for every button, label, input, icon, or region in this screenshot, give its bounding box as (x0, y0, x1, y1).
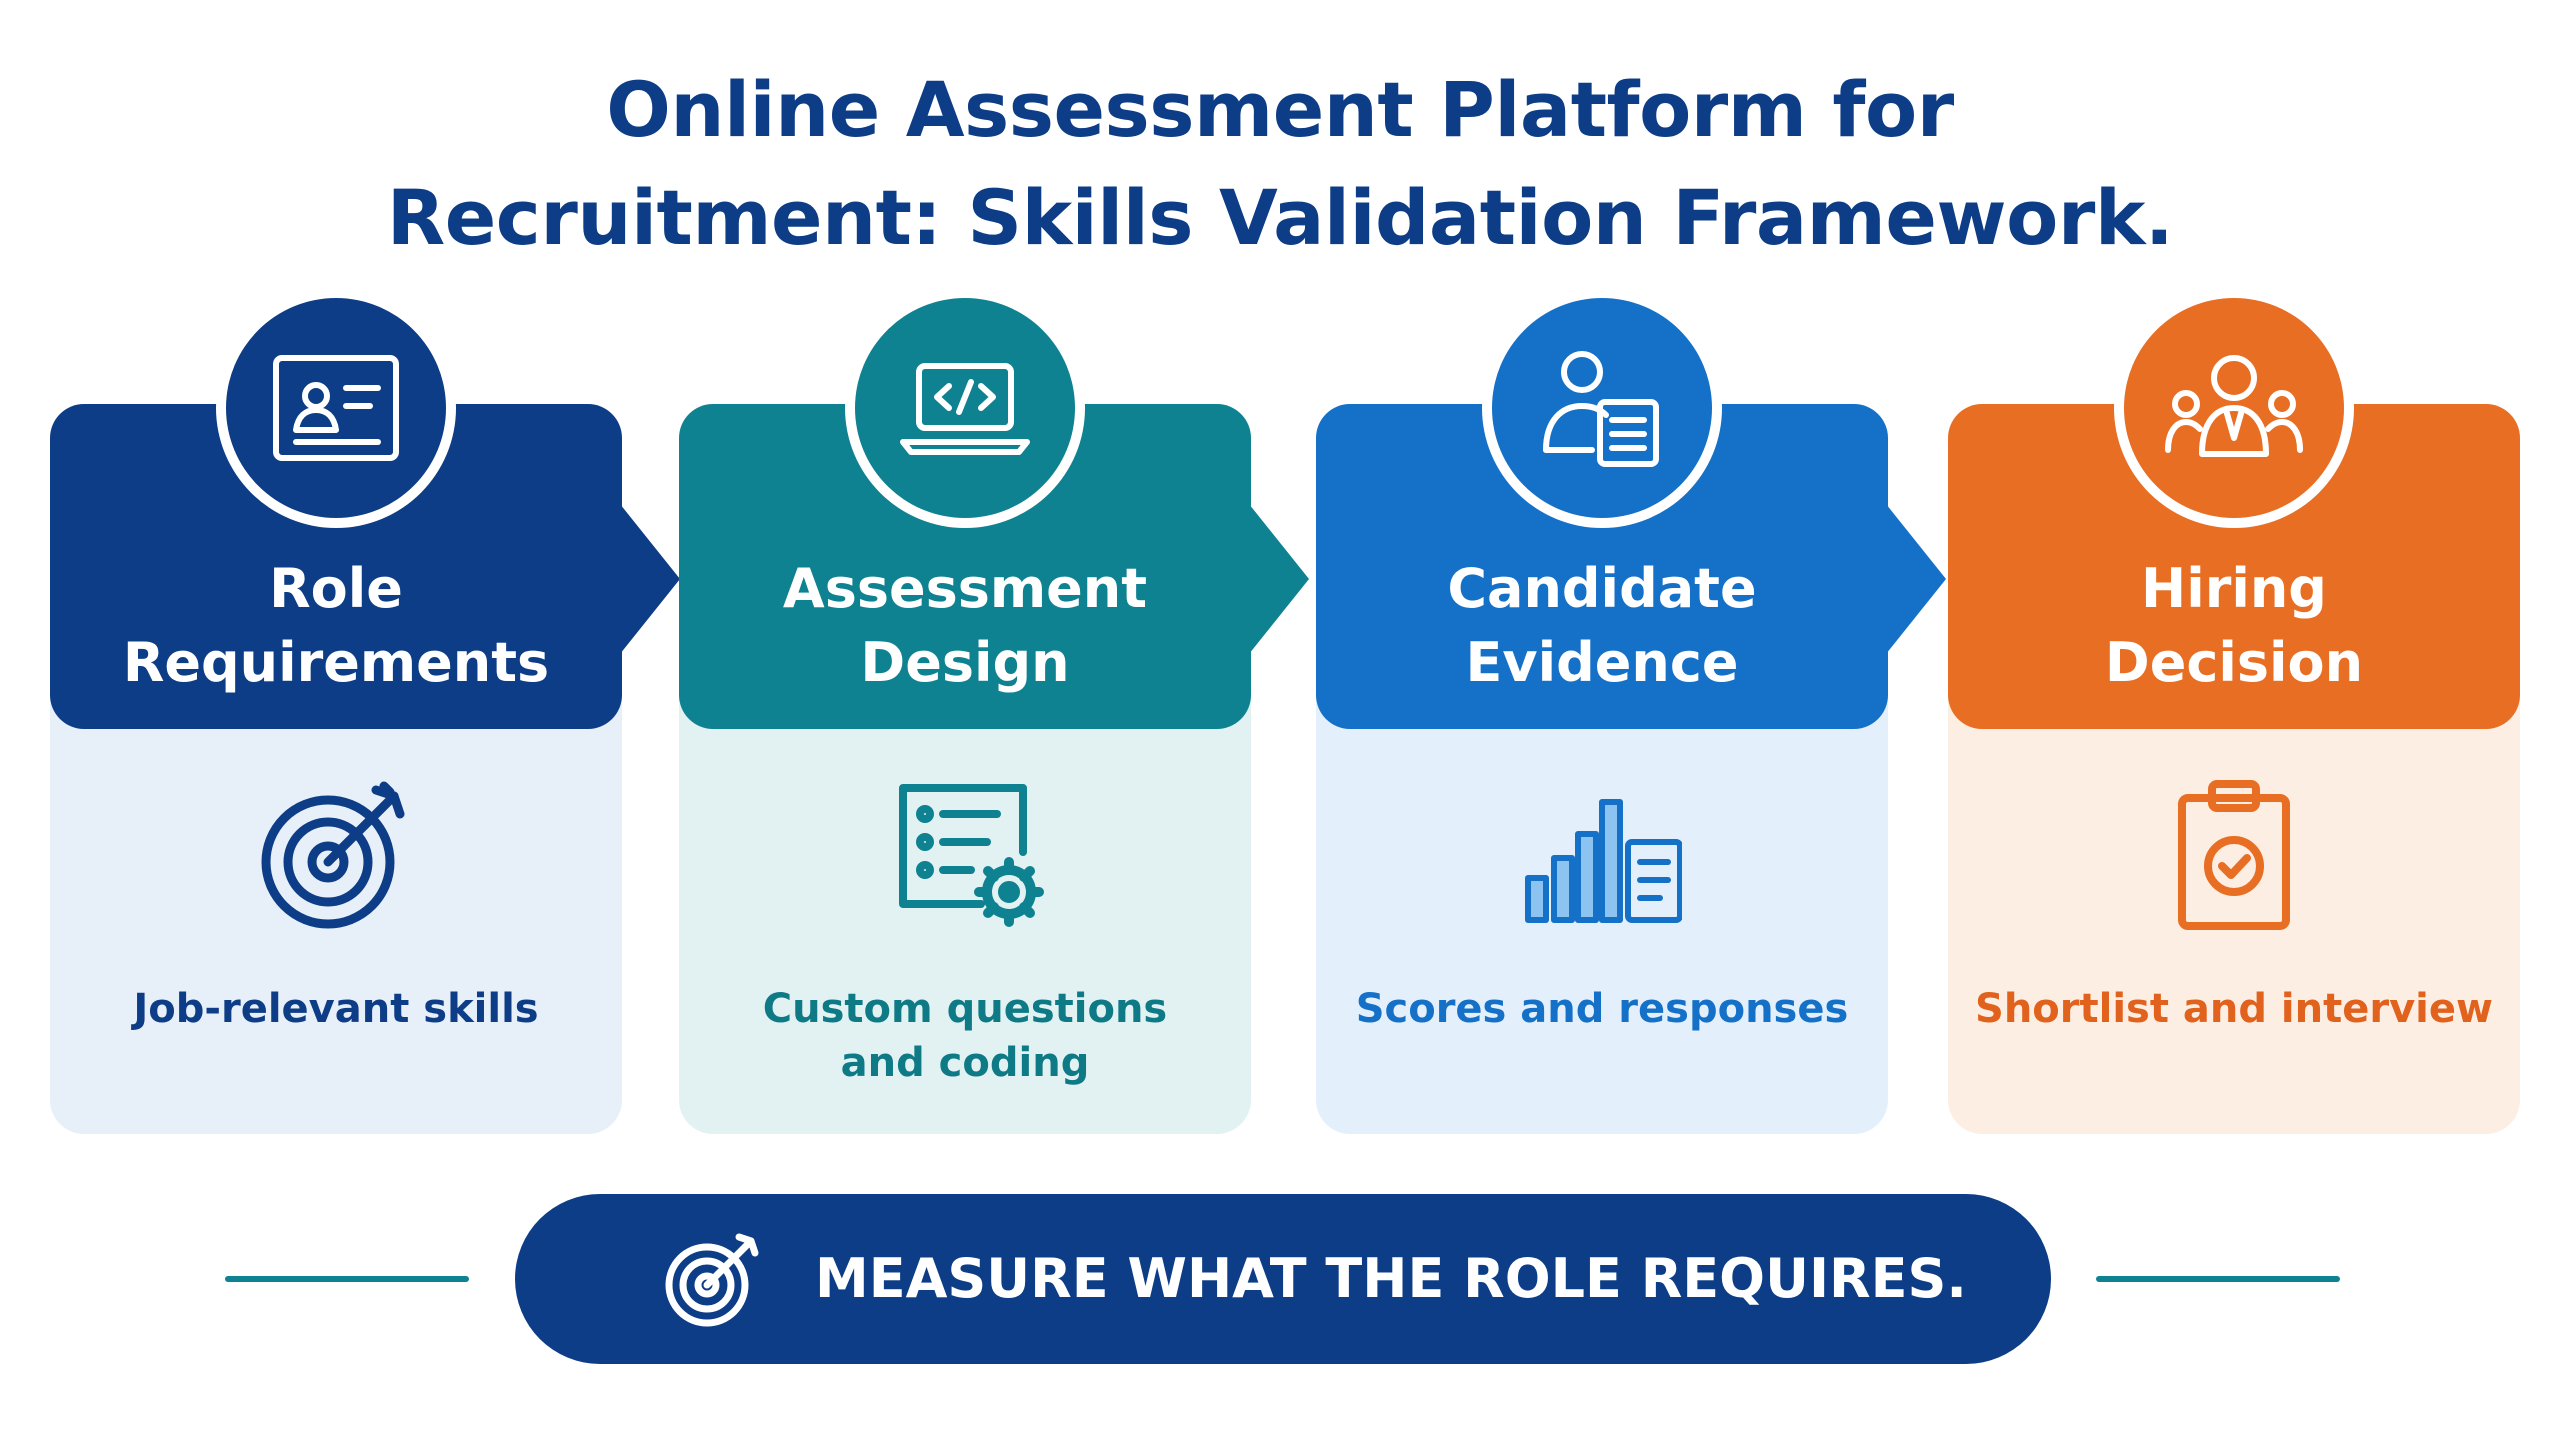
target-arrow-icon (261, 781, 405, 929)
step-title: Hiring Decision (2104, 557, 2364, 694)
right-divider-line (2096, 1276, 2340, 1282)
step-icon-badge (1482, 288, 1722, 528)
step-candidate-evidence: Candidate Evidence Scores and responses (1316, 288, 1946, 1134)
step-title: Candidate Evidence (1447, 557, 1757, 694)
step-icon-badge (216, 288, 456, 528)
left-divider-line (225, 1276, 469, 1282)
step-body-panel (50, 654, 622, 1134)
title-line-2: Recruitment: Skills Validation Framework… (386, 173, 2174, 262)
step-description: Shortlist and interview (1975, 986, 2493, 1032)
step-title: Assessment Design (782, 557, 1148, 694)
step-assessment-design: Assessment Design Custom questions and c… (679, 288, 1309, 1134)
tagline-banner: MEASURE WHAT THE ROLE REQUIRES. (515, 1194, 2051, 1364)
step-arrow (1882, 499, 1946, 659)
step-arrow (1245, 499, 1309, 659)
step-icon-badge (2114, 288, 2354, 528)
candidate-profile-card-icon (273, 355, 399, 461)
step-role-requirements: Role Requirements Job-relevant skills (50, 288, 680, 1134)
step-icon-badge (845, 288, 1085, 528)
checklist-gear-icon (899, 784, 1044, 927)
step-description: Scores and responses (1355, 986, 1849, 1032)
person-document-icon (1543, 351, 1659, 467)
step-hiring-decision: Hiring Decision Shortlist and interview (1948, 288, 2520, 1134)
step-body-panel (679, 654, 1251, 1134)
title-line-1: Online Assessment Platform for (606, 65, 1954, 154)
step-arrow (616, 499, 680, 659)
step-description: Job-relevant skills (133, 986, 539, 1032)
step-title: Role Requirements (122, 557, 550, 694)
tagline-text: MEASURE WHAT THE ROLE REQUIRES. (815, 1247, 1967, 1310)
team-group-icon (2165, 355, 2303, 457)
clipboard-check-icon (2178, 780, 2290, 930)
step-description: Custom questions and coding (762, 986, 1168, 1086)
target-arrow-icon (665, 1233, 759, 1327)
page-title: Online Assessment Platform for Recruitme… (0, 56, 2560, 272)
laptop-code-icon (900, 363, 1030, 455)
bar-chart-document-icon (1525, 799, 1682, 923)
